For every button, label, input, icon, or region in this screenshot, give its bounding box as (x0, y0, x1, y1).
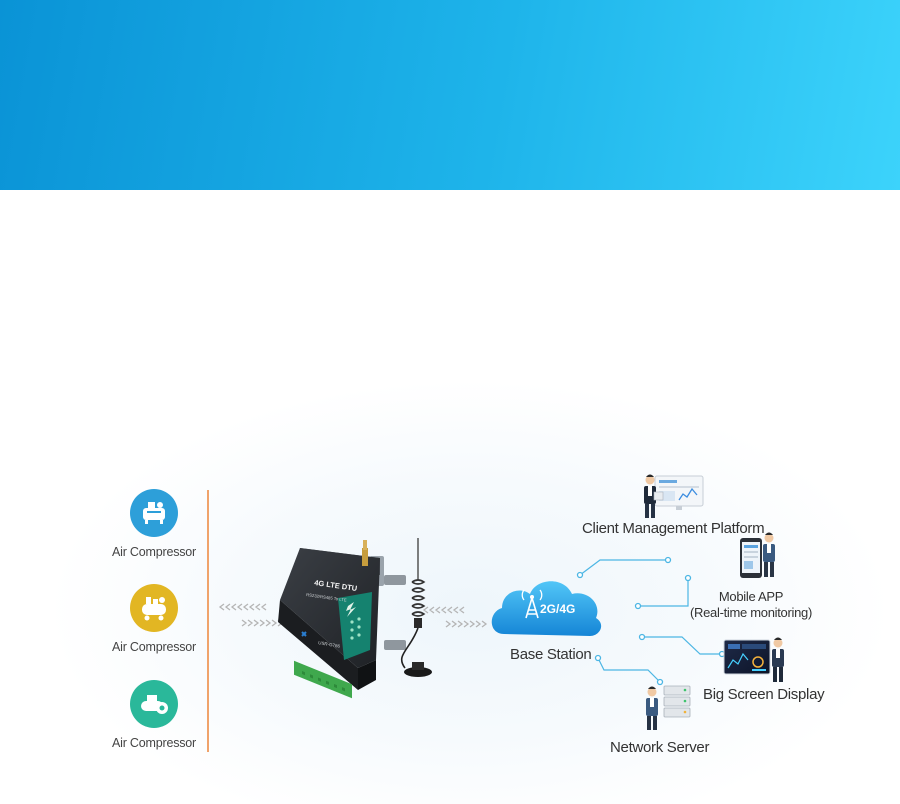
cloud-network-type: 2G/4G (540, 602, 575, 616)
arrow-chevrons-left-icon (218, 603, 290, 627)
compressor-tank-icon (130, 584, 178, 632)
label-client-management-platform: Client Management Platform (582, 520, 765, 537)
antenna-icon (400, 538, 432, 677)
device-divider (207, 490, 209, 752)
client-platform-person-icon (644, 474, 664, 518)
label-base-station: Base Station (510, 646, 592, 663)
network-server-person-icon (646, 686, 658, 730)
device-label: Air Compressor (111, 736, 197, 750)
big-screen-person-icon (772, 637, 784, 682)
connector-dots (576, 556, 726, 686)
label-network-server: Network Server (610, 739, 710, 756)
device-label: Air Compressor (111, 545, 197, 559)
device-label: Air Compressor (111, 640, 197, 654)
label-mobile-app-title: Mobile APP (718, 589, 784, 604)
mobile-app-phone-icon (740, 538, 762, 578)
device-air-compressor-1: Air Compressor (94, 489, 214, 559)
header-banner (0, 0, 900, 190)
dtu-model: USR-G786 (318, 640, 341, 649)
mobile-app-person-icon (763, 532, 775, 577)
arrow-chevrons-right-icon (422, 606, 488, 628)
compressor-icon (130, 489, 178, 537)
label-mobile-app-subtitle: (Real-time monitoring) (690, 605, 812, 620)
label-mobile-app: Mobile APP (Real-time monitoring) (676, 589, 826, 621)
label-big-screen-display: Big Screen Display (703, 686, 825, 703)
cloud-base-station-icon (491, 581, 602, 636)
dtu-subtitle: RS232/RS485 To LTE (306, 592, 347, 603)
connector-lines (579, 559, 722, 683)
big-screen-display-icon (723, 639, 771, 675)
compressor-wheel-icon (130, 680, 178, 728)
device-air-compressor-3: Air Compressor (94, 680, 214, 750)
dtu-device-icon (278, 540, 406, 699)
device-air-compressor-2: Air Compressor (94, 584, 214, 654)
network-server-icon (663, 685, 691, 718)
